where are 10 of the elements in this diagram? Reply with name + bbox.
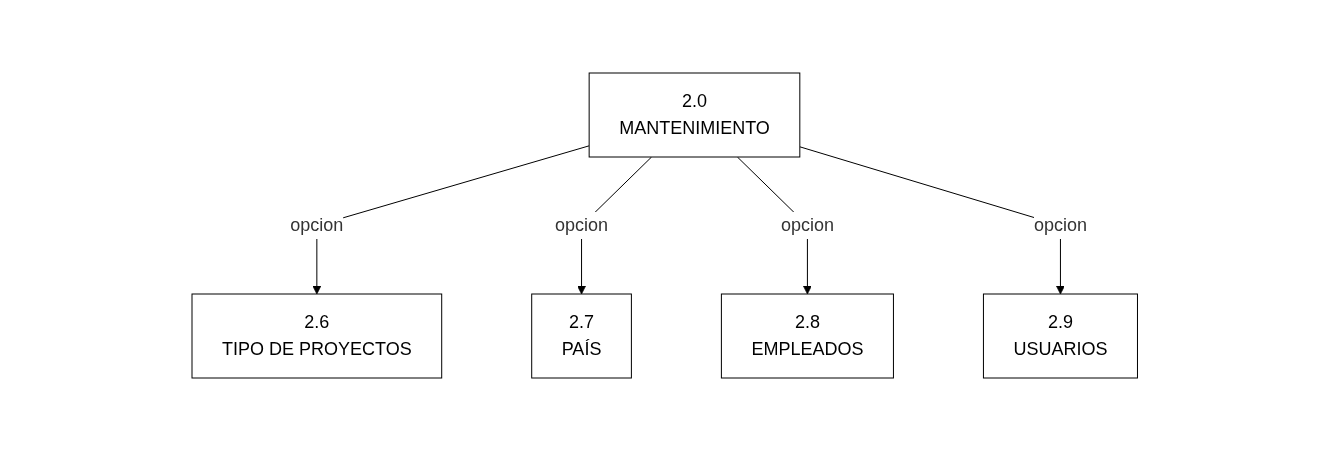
node-box: 2.0 MANTENIMIENTO	[588, 72, 801, 158]
node-box: 2.9 USUARIOS	[982, 293, 1138, 379]
node-box: 2.7 PAÍS	[530, 293, 632, 379]
node-box: 2.8 EMPLEADOS	[720, 293, 894, 379]
edge-label: opcion	[554, 215, 608, 235]
edge-label: opcion	[290, 215, 344, 235]
arrow	[312, 145, 590, 295]
node-box: 2.6 TIPO DE PROYECTOS	[191, 293, 442, 379]
edge-label: opcion	[780, 215, 834, 235]
edge-label: opcion	[1033, 215, 1087, 235]
